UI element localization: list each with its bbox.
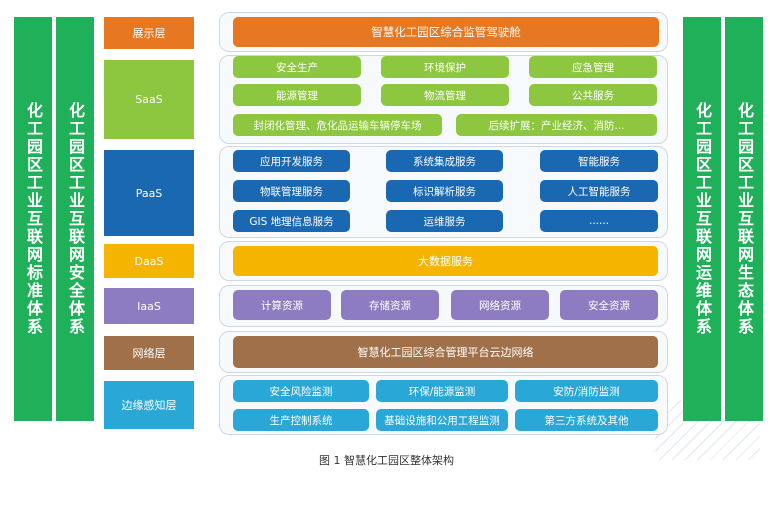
pillar-ecosystem-system: 化工园区工业互联网生态体系 [725, 17, 763, 421]
edge-box-security-fire: 安防/消防监测 [515, 380, 658, 402]
paas-box-app-dev: 应用开发服务 [233, 150, 350, 172]
saas-box-environment: 环境保护 [381, 56, 509, 78]
paas-box-ai-service: 人工智能服务 [540, 180, 658, 202]
saas-box-future-extension: 后续扩展：产业经济、消防... [456, 114, 657, 136]
layer-label-daas: DaaS [104, 244, 194, 278]
daas-bigdata-box: 大数据服务 [233, 246, 658, 276]
layer-label-network: 网络层 [104, 336, 194, 370]
saas-box-public-service: 公共服务 [529, 84, 657, 106]
iaas-box-security: 安全资源 [560, 290, 658, 320]
saas-box-logistics: 物流管理 [381, 84, 509, 106]
paas-box-identifier-resolution: 标识解析服务 [386, 180, 503, 202]
edge-box-safety-risk: 安全风险监测 [233, 380, 369, 402]
saas-box-emergency: 应急管理 [529, 56, 657, 78]
edge-box-infrastructure: 基础设施和公用工程监测 [376, 409, 508, 431]
pillar-operations-system: 化工园区工业互联网运维体系 [683, 17, 721, 421]
pillar-operations-label: 化工园区工业互联网运维体系 [693, 102, 712, 336]
figure-caption: 图 1 智慧化工园区整体架构 [319, 454, 454, 467]
saas-box-safety-production: 安全生产 [233, 56, 361, 78]
paas-box-ops-service: 运维服务 [386, 210, 503, 232]
iaas-box-network: 网络资源 [451, 290, 549, 320]
layer-label-display: 展示层 [104, 17, 194, 49]
paas-box-more: ...... [540, 210, 658, 232]
paas-box-smart-service: 智能服务 [540, 150, 658, 172]
pillar-standard-system: 化工园区工业互联网标准体系 [14, 17, 52, 421]
iaas-box-storage: 存储资源 [341, 290, 439, 320]
network-cloud-edge-box: 智慧化工园区综合管理平台云边网络 [233, 336, 658, 368]
pillar-security-label: 化工园区工业互联网安全体系 [66, 102, 85, 336]
saas-box-energy: 能源管理 [233, 84, 361, 106]
edge-box-env-energy: 环保/能源监测 [376, 380, 508, 402]
layer-label-paas: PaaS [104, 150, 194, 236]
saas-box-closed-management: 封闭化管理、危化品运输车辆停车场 [233, 114, 442, 136]
paas-box-system-integration: 系统集成服务 [386, 150, 503, 172]
layer-label-saas: SaaS [104, 60, 194, 139]
edge-box-production-control: 生产控制系统 [233, 409, 369, 431]
layer-label-iaas: IaaS [104, 288, 194, 324]
layer-label-edge: 边缘感知层 [104, 381, 194, 429]
pillar-ecosystem-label: 化工园区工业互联网生态体系 [735, 102, 754, 336]
display-cockpit-box: 智慧化工园区综合监管驾驶舱 [233, 17, 659, 47]
paas-box-gis-service: GIS 地理信息服务 [233, 210, 350, 232]
edge-box-third-party: 第三方系统及其他 [515, 409, 658, 431]
pillar-standard-label: 化工园区工业互联网标准体系 [24, 102, 43, 336]
pillar-security-system: 化工园区工业互联网安全体系 [56, 17, 94, 421]
iaas-box-compute: 计算资源 [233, 290, 331, 320]
paas-box-iot-management: 物联管理服务 [233, 180, 350, 202]
